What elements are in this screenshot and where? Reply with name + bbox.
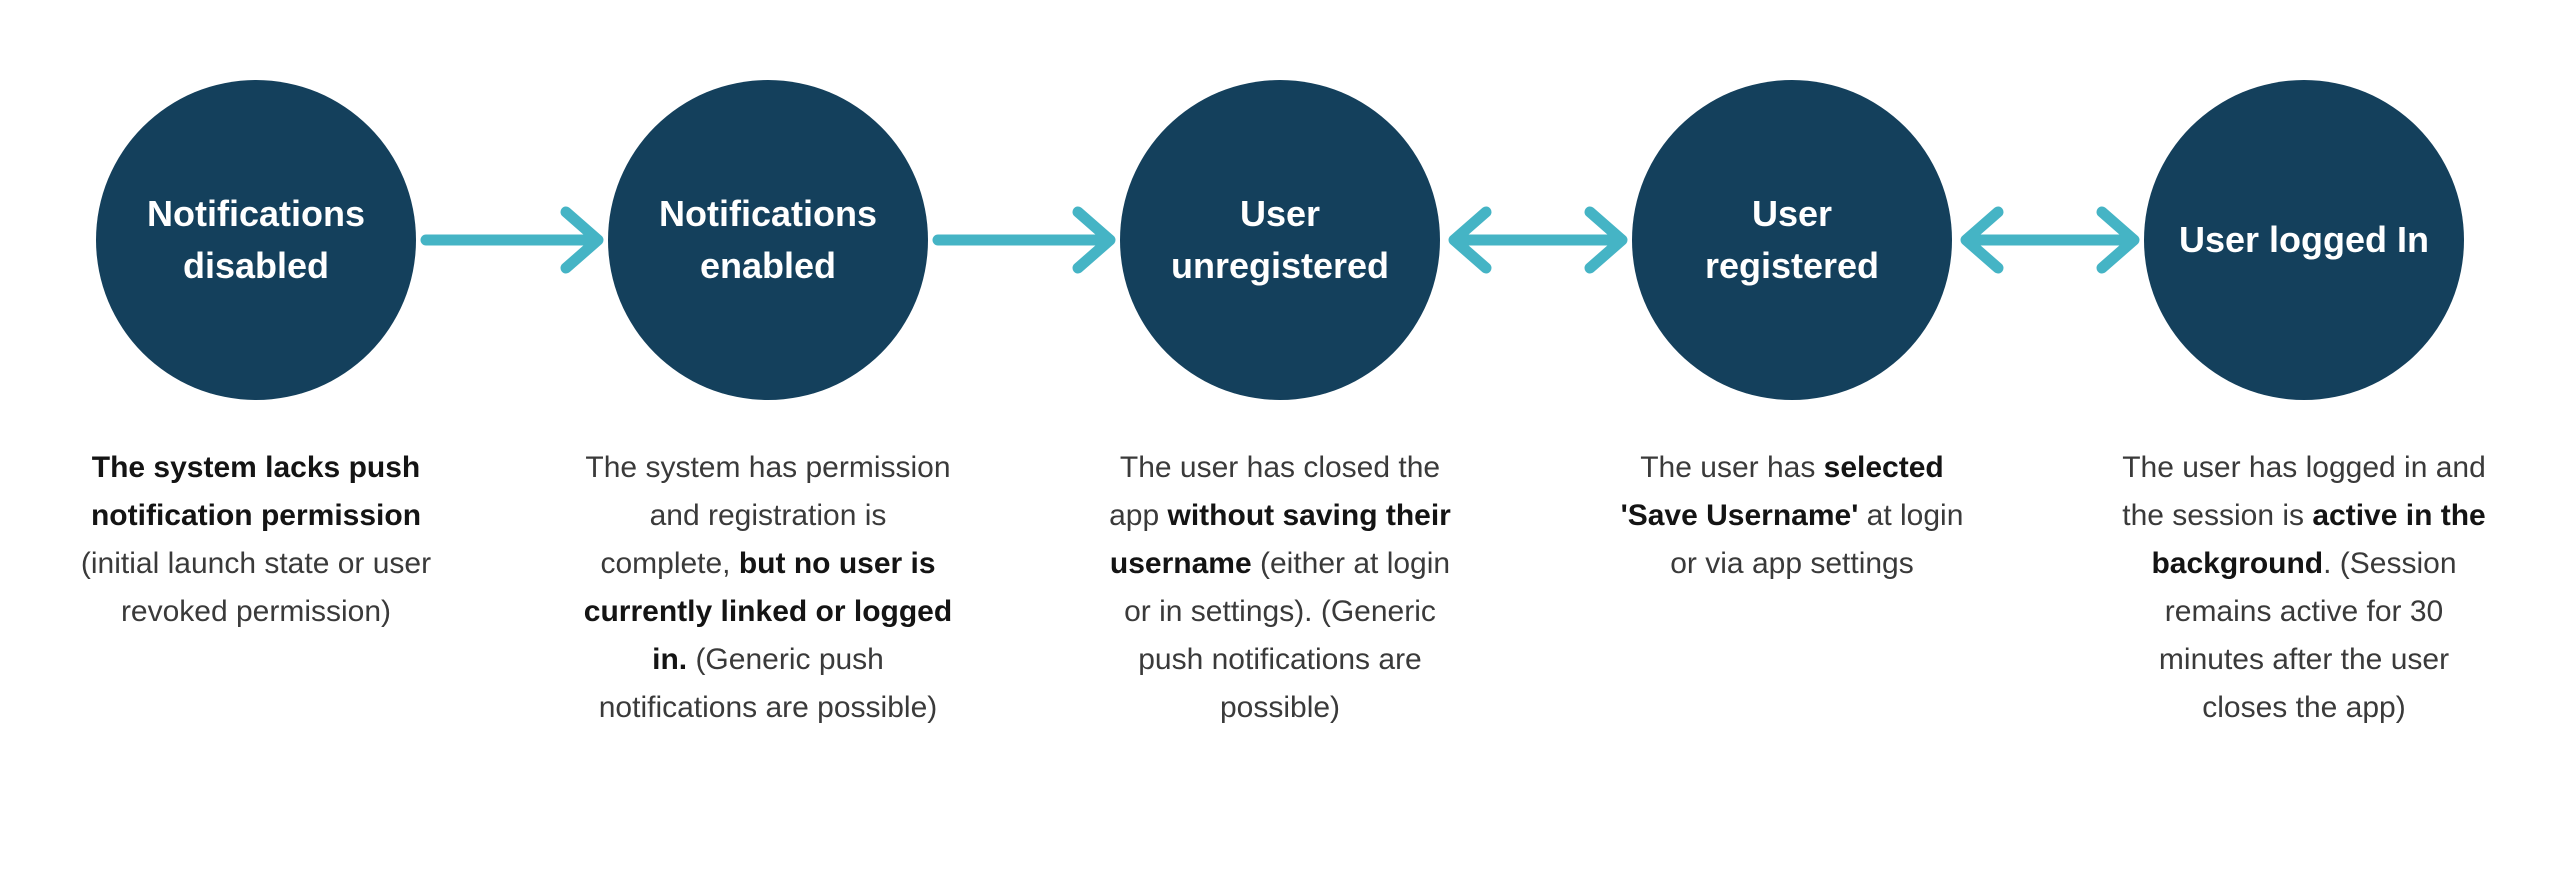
stage-column-notifications-disabled: Notifications disabled The system lacks … bbox=[0, 0, 512, 896]
stage-column-user-unregistered: User unregistered The user has closed th… bbox=[1024, 0, 1536, 896]
stage-description: The user has selected 'Save Username' at… bbox=[1620, 451, 1964, 580]
stage-circle-user-logged-in: User logged In bbox=[2144, 80, 2464, 400]
stage-circle-user-unregistered: User unregistered bbox=[1120, 80, 1440, 400]
arrow-right-icon bbox=[932, 206, 1116, 274]
stage-description: The system lacks push notification permi… bbox=[80, 451, 432, 628]
stage-circle-user-registered: User registered bbox=[1632, 80, 1952, 400]
stage-label: Notifications enabled bbox=[658, 193, 877, 286]
arrow-double-icon bbox=[1960, 206, 2140, 274]
stage-column-user-registered: User registered The user has selected 'S… bbox=[1536, 0, 2048, 896]
stage-description: The user has closed the app without savi… bbox=[1109, 451, 1451, 724]
arrow-right-icon bbox=[420, 206, 604, 274]
stage-description: The system has permission and registrati… bbox=[583, 451, 953, 724]
stage-circle-notifications-enabled: Notifications enabled bbox=[608, 80, 928, 400]
stage-column-notifications-enabled: Notifications enabled The system has per… bbox=[512, 0, 1024, 896]
stage-label: Notifications disabled bbox=[146, 193, 365, 286]
stage-label: User unregistered bbox=[1170, 193, 1390, 286]
stage-circle-notifications-disabled: Notifications disabled bbox=[96, 80, 416, 400]
arrow-double-icon bbox=[1448, 206, 1628, 274]
stage-column-user-logged-in: User logged In The user has logged in an… bbox=[2048, 0, 2560, 896]
stage-label: User registered bbox=[1704, 193, 1880, 286]
stage-description: The user has logged in and the session i… bbox=[2122, 451, 2486, 724]
stage-label: User logged In bbox=[2178, 219, 2430, 261]
